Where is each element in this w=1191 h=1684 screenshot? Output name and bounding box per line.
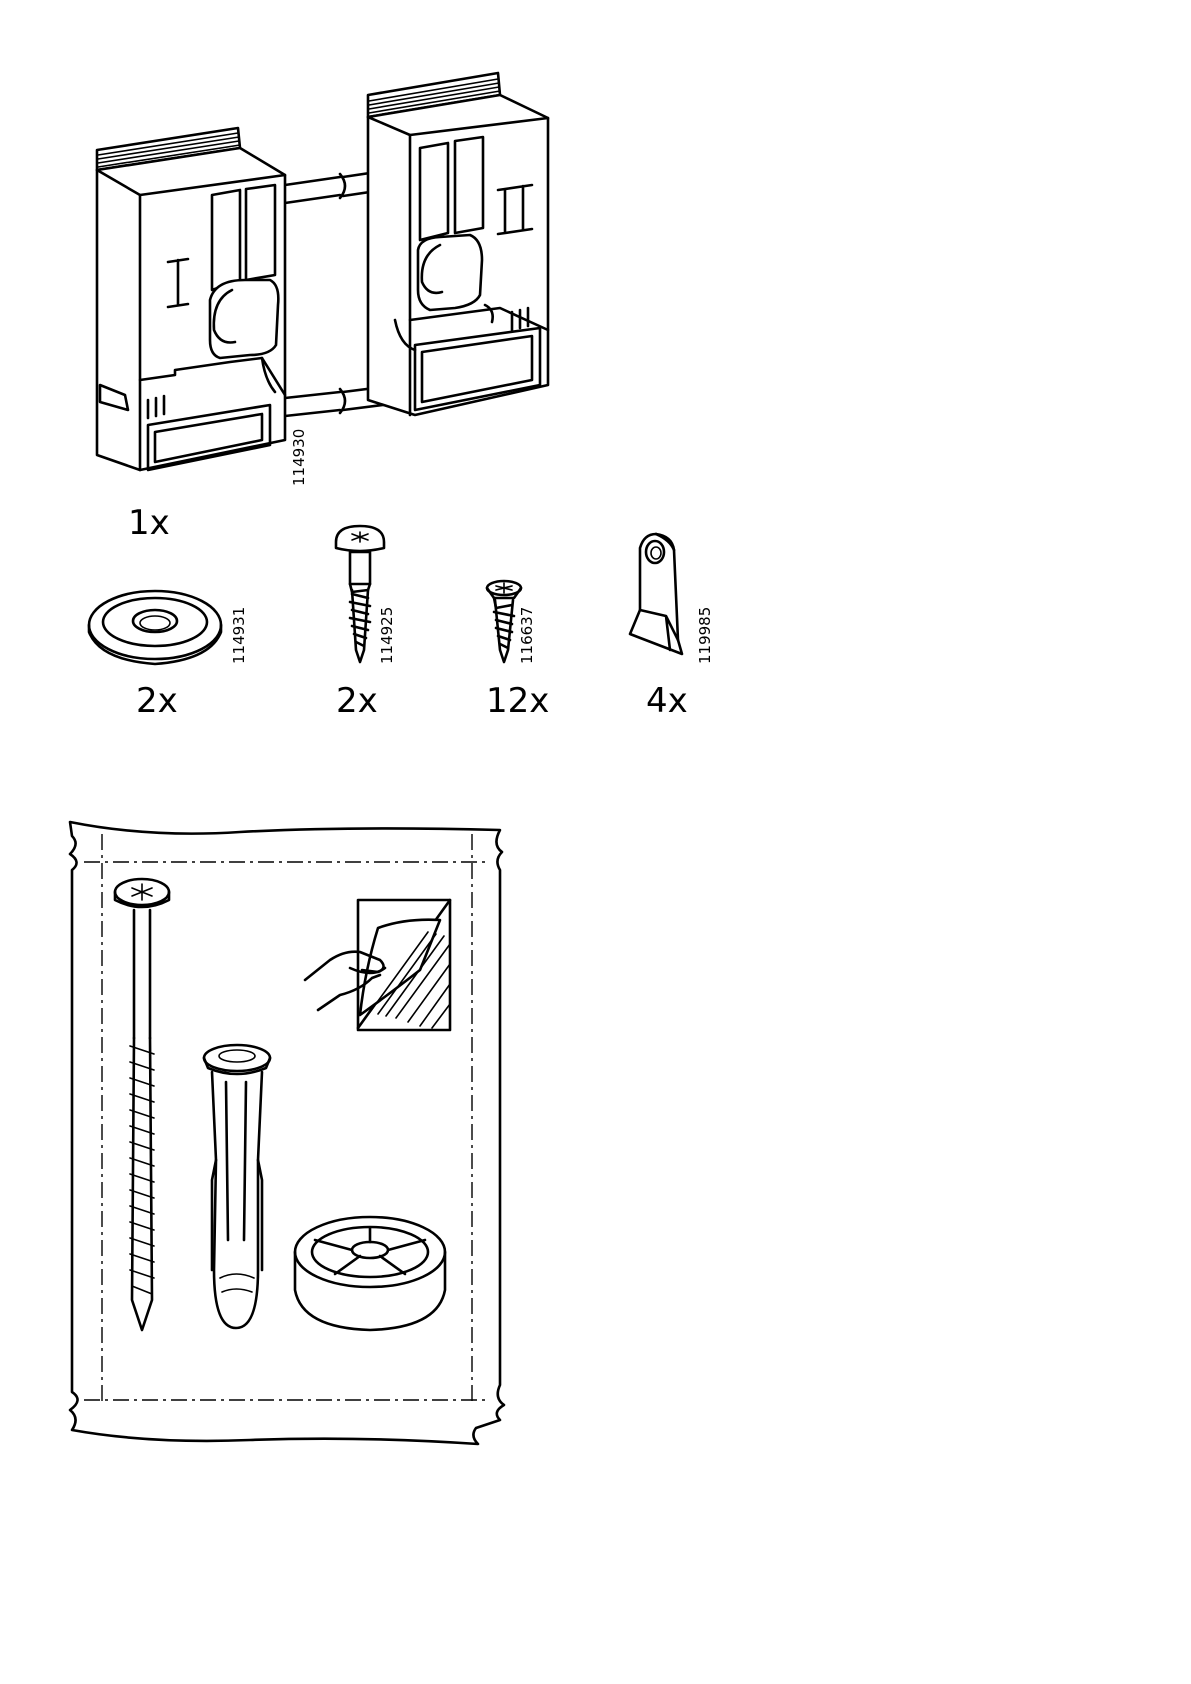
bracket-assembly-illustration xyxy=(0,0,620,520)
long-screw-icon xyxy=(115,879,169,1330)
bracket-part-one-icon xyxy=(97,128,285,470)
article-code-bracket: 114930 xyxy=(292,429,307,486)
quantity-screw-small: 12x xyxy=(486,684,549,718)
article-code-screw-large: 114925 xyxy=(380,607,395,664)
disc-washer-icon xyxy=(80,580,230,670)
quantity-tab: 4x xyxy=(646,684,688,718)
bracket-part-two-icon xyxy=(368,73,548,415)
quantity-screw-large: 2x xyxy=(336,684,378,718)
tab-fitting-icon xyxy=(622,530,692,660)
article-code-screw-small: 116637 xyxy=(520,607,535,664)
article-code-tab: 119985 xyxy=(698,607,713,664)
peel-sticker-icon xyxy=(305,900,450,1030)
quantity-disc: 2x xyxy=(136,684,178,718)
fittings-bag-illustration xyxy=(0,800,560,1460)
wall-plug-icon xyxy=(204,1045,270,1328)
quantity-bracket: 1x xyxy=(128,506,170,540)
article-code-disc: 114931 xyxy=(232,607,247,664)
round-spacer-icon xyxy=(295,1217,445,1330)
